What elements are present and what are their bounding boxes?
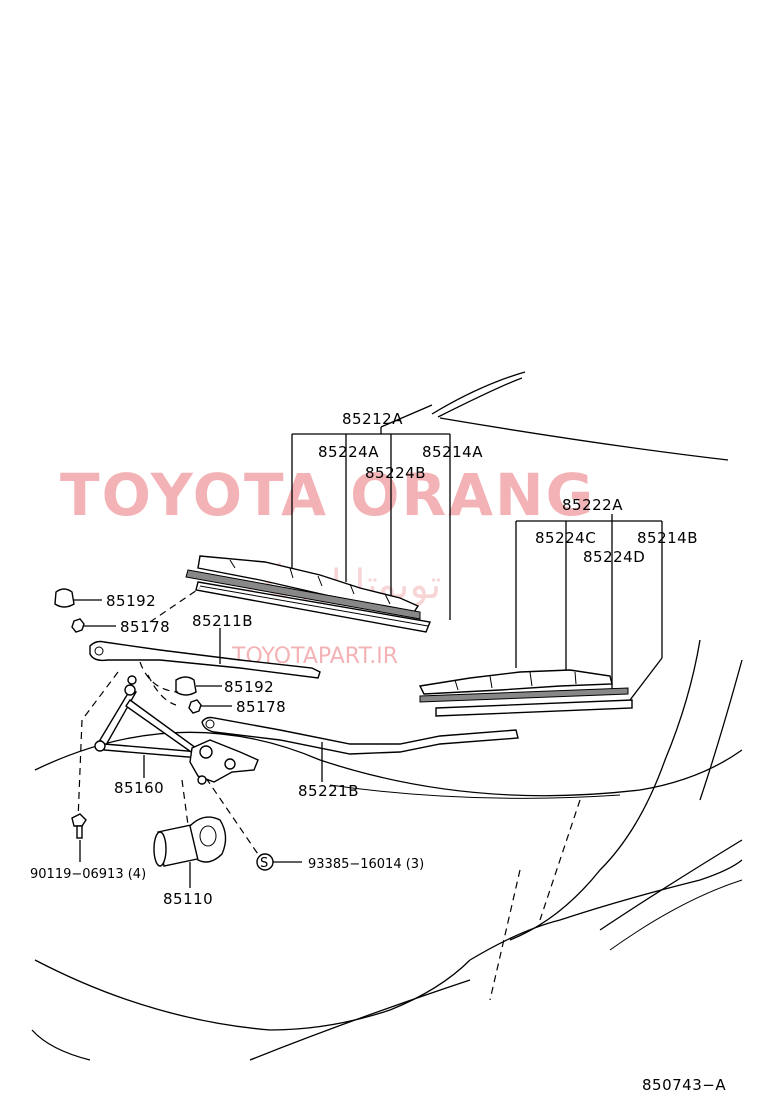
label-85212A: 85212A xyxy=(342,410,403,428)
label-85221B: 85221B xyxy=(298,782,359,800)
part-93385-16014: S 93385−16014 (3) xyxy=(256,853,424,872)
part-85192-lower: 85192 xyxy=(175,676,274,696)
label-85224B: 85224B xyxy=(365,464,426,482)
wiper-motor-icon xyxy=(153,816,227,867)
figure-code: 850743−A xyxy=(642,1076,726,1094)
car-body-outline xyxy=(31,371,743,1061)
label-85160: 85160 xyxy=(114,779,164,797)
label-85224D: 85224D xyxy=(583,548,645,566)
hex-nut-icon xyxy=(71,618,85,633)
label-85214B: 85214B xyxy=(637,529,698,547)
part-85178-lower: 85178 xyxy=(188,698,286,716)
label-85211B: 85211B xyxy=(192,612,253,630)
label-90119-06913: 90119−06913 (4) xyxy=(30,867,146,882)
bolt-icon xyxy=(71,813,87,839)
wiper-arm-cap-icon xyxy=(54,588,75,608)
watermark-brand: TOYOTA ORANG xyxy=(60,461,595,529)
s-marker-label: S xyxy=(260,856,268,871)
watermark: TOYOTA ORANG تویوتا اورنگ TOYOTAPART.IR xyxy=(60,461,595,669)
label-85214A: 85214A xyxy=(422,443,483,461)
part-85192-upper: 85192 xyxy=(54,588,156,610)
part-90119-06913: 90119−06913 (4) xyxy=(30,813,146,882)
motor-bracket xyxy=(189,739,259,785)
label-85178-lower: 85178 xyxy=(236,698,286,716)
label-85192-lower: 85192 xyxy=(224,678,274,696)
label-85110: 85110 xyxy=(163,890,213,908)
part-85178-upper: 85178 xyxy=(71,618,170,636)
label-85222A: 85222A xyxy=(562,496,623,514)
label-85224A: 85224A xyxy=(318,443,379,461)
wiper-arm-85221B: 85221B xyxy=(201,716,519,800)
label-85192-upper: 85192 xyxy=(106,592,156,610)
label-85224C: 85224C xyxy=(535,529,596,547)
wiper-arm-cap-icon xyxy=(175,676,197,696)
wiper-arm-85211B: 85211B xyxy=(89,587,321,693)
label-85178-upper: 85178 xyxy=(120,618,170,636)
blade-group-right: 85222A 85224C 85214B 85224D xyxy=(418,496,698,717)
label-93385-16014: 93385−16014 (3) xyxy=(308,857,424,872)
hex-nut-icon xyxy=(188,699,202,714)
blade-group-left: 85212A 85224A 85214A 85224B xyxy=(185,404,483,633)
part-85110: 85110 xyxy=(153,816,227,908)
